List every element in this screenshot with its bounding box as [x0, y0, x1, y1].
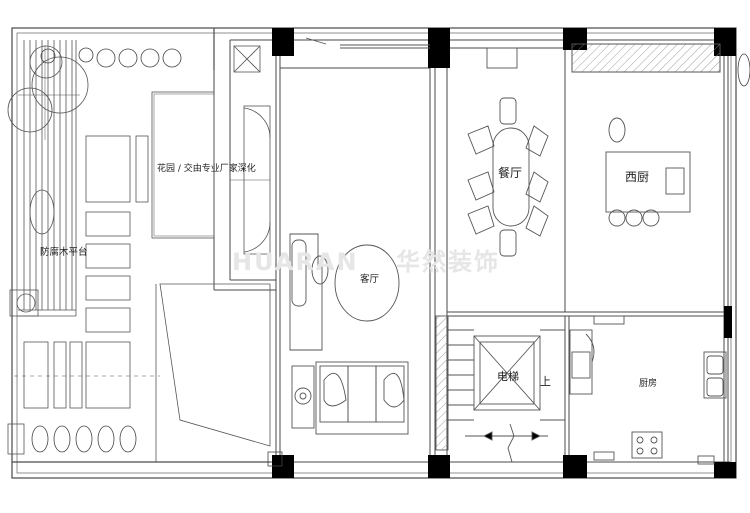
western-kitchen-furniture: [571, 43, 721, 227]
garden-area: [7, 40, 750, 462]
room-labels: 花园 / 交由专业厂家深化 防腐木平台 客厅 餐厅 西厨 电梯 上 厨房: [40, 162, 657, 389]
label-elevator: 电梯: [497, 370, 519, 383]
label-kitchen: 厨房: [639, 377, 657, 389]
label-garden-note: 花园 / 交由专业厂家深化: [157, 162, 256, 174]
bottom-shrubs: [31, 425, 137, 453]
elevator-stair: [447, 329, 565, 463]
top-shrubs: [40, 47, 182, 68]
kitchen-furniture: [569, 315, 727, 465]
garden-pavers: [23, 135, 149, 409]
deck-planks: [18, 40, 77, 317]
label-up: 上: [540, 375, 551, 388]
living-room-furniture: [289, 37, 449, 451]
label-deck: 防腐木平台: [40, 246, 88, 258]
dining-room-furniture: [467, 47, 549, 257]
structural-columns: [272, 28, 736, 478]
watermark-latin: HUARAN: [232, 248, 359, 276]
label-living: 客厅: [360, 273, 380, 285]
entry-doors: [230, 45, 283, 467]
watermark-cjk: 华然装饰: [396, 248, 500, 276]
watermark: HUARAN 华然装饰: [232, 248, 500, 276]
label-western-kitchen: 西厨: [625, 170, 649, 184]
outer-walls: [11, 27, 737, 479]
label-dining: 餐厅: [498, 165, 522, 180]
